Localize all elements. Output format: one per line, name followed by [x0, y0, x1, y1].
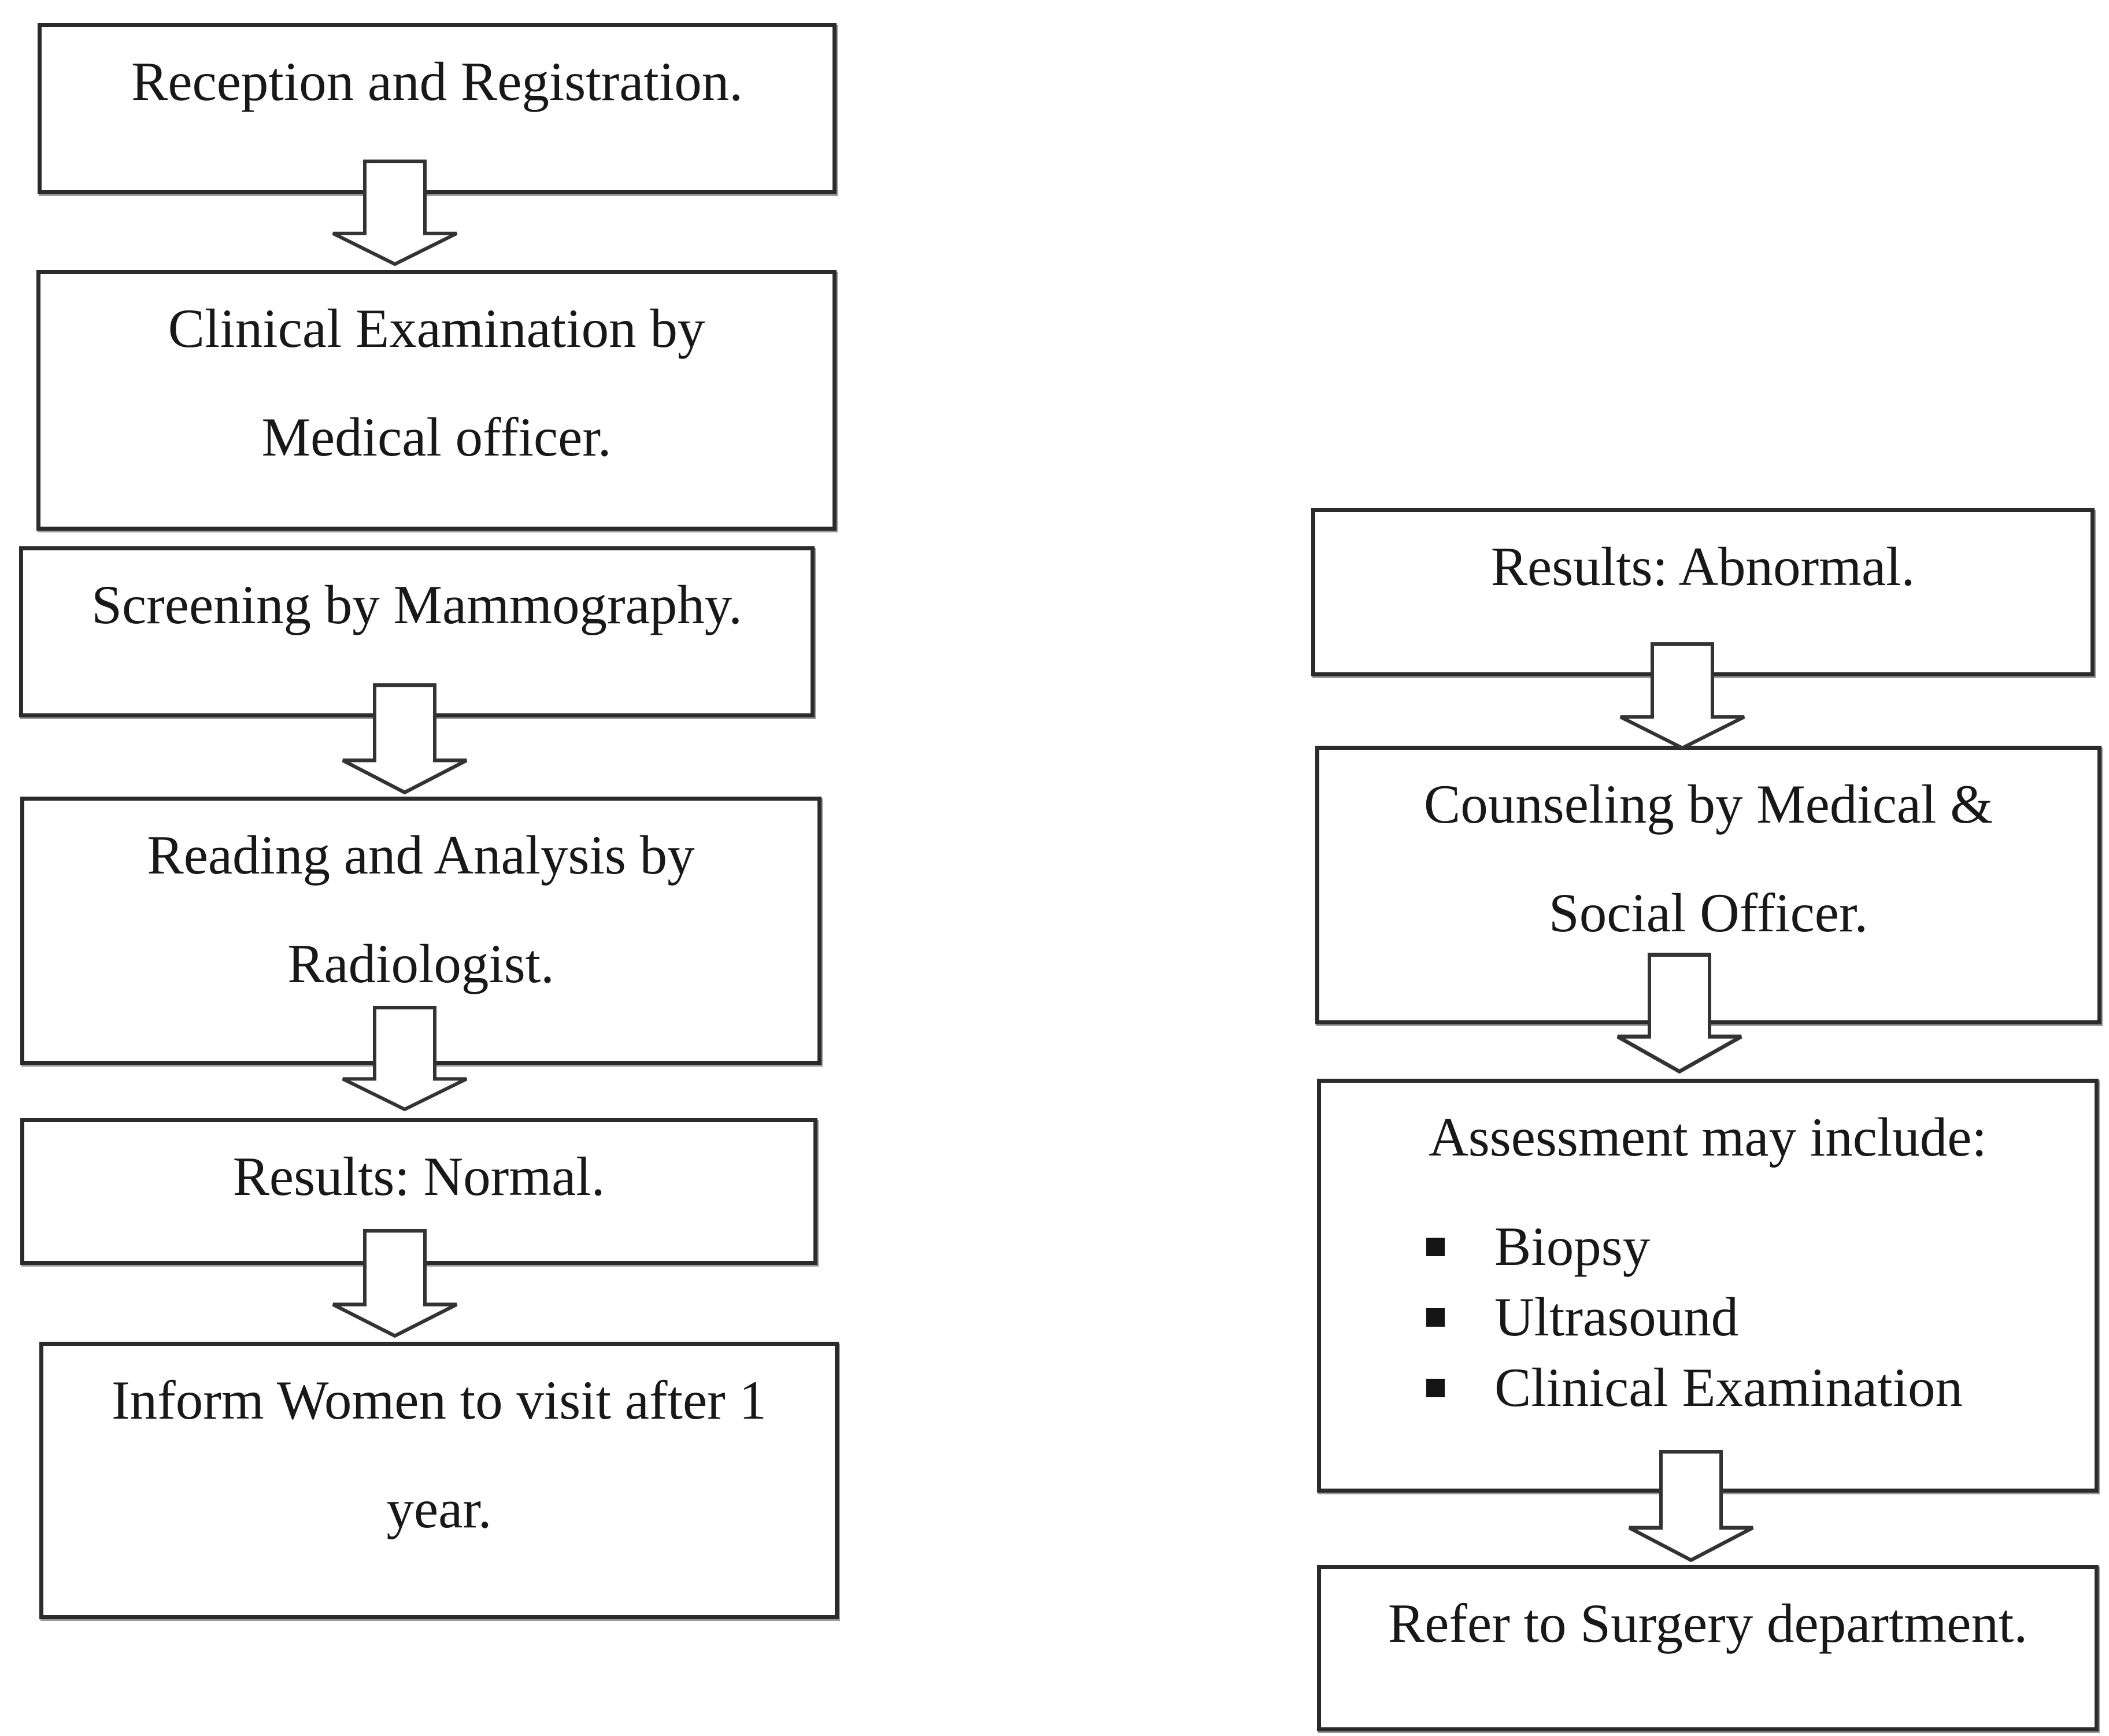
down-arrow-icon	[341, 1006, 468, 1111]
flow-box-line: Counseling by Medical &	[1423, 773, 1993, 835]
flow-box-line: Reception and Registration.	[131, 51, 743, 112]
flow-box-line: Radiologist.	[287, 933, 554, 994]
list-item: Biopsy	[1321, 1211, 2095, 1282]
flow-box-line: Results: Normal.	[232, 1146, 605, 1207]
list-item-label: Biopsy	[1494, 1216, 1651, 1277]
flow-box-line: Results: Abnormal.	[1490, 536, 1915, 597]
down-arrow-icon	[341, 683, 468, 794]
down-arrow-icon	[1616, 953, 1743, 1074]
list-item-label: Clinical Examination	[1494, 1357, 1963, 1418]
square-bullet-icon	[1426, 1238, 1445, 1256]
list-item: Clinical Examination	[1321, 1352, 2095, 1423]
flow-box-line: Inform Women to visit after 1	[112, 1369, 767, 1431]
flow-box-counseling: Counseling by Medical & Social Officer.	[1315, 746, 2101, 1024]
flow-box-line: Social Officer.	[1548, 882, 1868, 943]
down-arrow-icon	[331, 1229, 458, 1338]
flow-box-line: Medical officer.	[261, 406, 612, 468]
flow-box-clinical-examination: Clinical Examination by Medical officer.	[36, 270, 837, 531]
flow-box-results-abnormal: Results: Abnormal.	[1311, 508, 2095, 676]
list-item-label: Ultrasound	[1494, 1286, 1739, 1348]
flow-box-line: Refer to Surgery department.	[1388, 1593, 2028, 1654]
flow-box-inform-women-revisit: Inform Women to visit after 1 year.	[39, 1342, 839, 1619]
flow-box-line: Screening by Mammography.	[91, 574, 742, 635]
flow-box-line: Reading and Analysis by	[147, 824, 695, 886]
flow-box-heading: Assessment may include:	[1429, 1106, 1987, 1168]
flow-box-line: year.	[386, 1478, 492, 1539]
square-bullet-icon	[1426, 1308, 1445, 1327]
flow-box-refer-surgery: Refer to Surgery department.	[1317, 1565, 2099, 1731]
down-arrow-icon	[331, 160, 458, 266]
flow-box-line: Clinical Examination by	[168, 298, 705, 359]
down-arrow-icon	[1619, 642, 1746, 750]
down-arrow-icon	[1627, 1450, 1755, 1562]
flow-box-assessment: Assessment may include: Biopsy Ultrasoun…	[1317, 1079, 2099, 1493]
square-bullet-icon	[1426, 1379, 1445, 1397]
assessment-bullet-list: Biopsy Ultrasound Clinical Examination	[1321, 1211, 2095, 1423]
flow-box-reception-registration: Reception and Registration.	[38, 23, 837, 194]
list-item: Ultrasound	[1321, 1282, 2095, 1352]
